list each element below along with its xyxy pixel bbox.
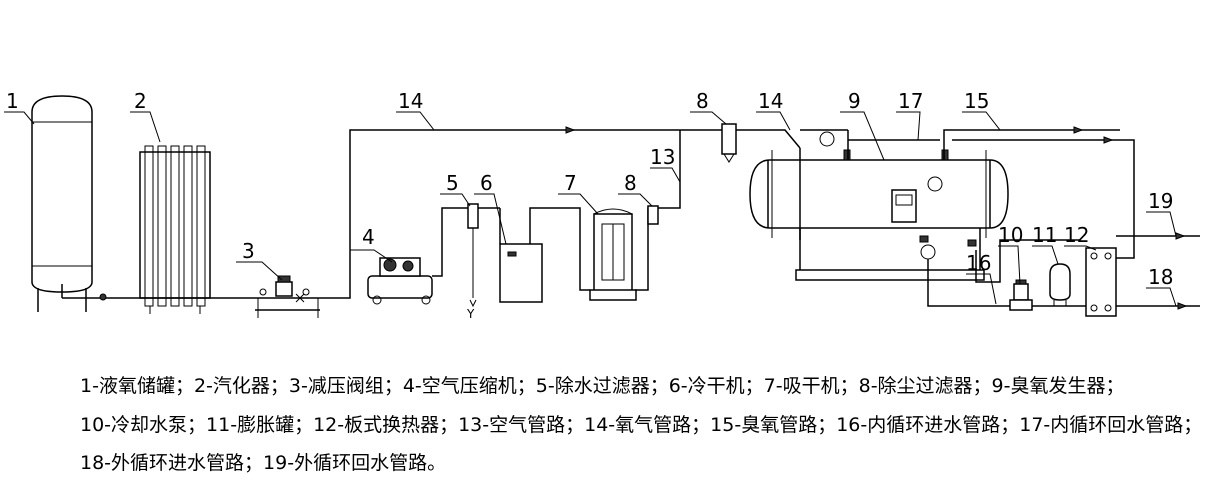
- oxygen-feed-pipe: [99, 293, 250, 301]
- legend-line-1: 1-液氧储罐；2-汽化器；3-减压阀组；4-空气压缩机；5-除水过滤器；6-冷干…: [80, 375, 1125, 397]
- cooling-water-pump: [1009, 279, 1033, 311]
- legend-line-2: 10-冷却水泵；11-膨胀罐；12-板式换热器；13-空气管路；14-氧气管路；…: [80, 414, 1203, 436]
- internal-return-pipe-17: [800, 129, 940, 141]
- label-6: 6: [480, 171, 493, 195]
- callout-leaders: [4, 111, 1177, 307]
- label-1: 1: [6, 89, 19, 113]
- label-17: 17: [898, 89, 923, 113]
- label-3: 3: [242, 239, 255, 263]
- external-return-pipe-19: [1116, 232, 1200, 240]
- label-9: 9: [848, 89, 861, 113]
- ozone-generator: [749, 130, 1009, 281]
- ozone-pipe-15: [943, 126, 1135, 259]
- oxygen-pipe-14: [330, 126, 801, 299]
- label-12: 12: [1064, 223, 1089, 247]
- process-flow-diagram: 1 2 3 4 5 6 7 8 13 14 8 14 9 17 15 16 10…: [4, 89, 1200, 321]
- vaporizer: [139, 145, 211, 314]
- internal-inlet-pipe-16: [927, 239, 1086, 307]
- air-compressor: [367, 257, 433, 305]
- label-14-left: 14: [398, 89, 423, 113]
- label-5: 5: [446, 171, 459, 195]
- liquid-oxygen-tank: [31, 95, 100, 312]
- label-13: 13: [650, 145, 675, 169]
- label-8-air: 8: [624, 171, 637, 195]
- label-outlet: Y: [466, 307, 475, 321]
- water-removal-filter: [467, 203, 479, 308]
- label-7: 7: [564, 171, 577, 195]
- label-4: 4: [362, 225, 375, 249]
- label-2: 2: [134, 89, 147, 113]
- label-16: 16: [966, 251, 991, 275]
- plate-heat-exchanger: [1085, 247, 1117, 317]
- refrigerated-dryer: [499, 222, 543, 303]
- label-10: 10: [998, 223, 1023, 247]
- dust-filter-oxygen: [721, 123, 737, 163]
- label-11: 11: [1032, 223, 1057, 247]
- pressure-reducing-valve-group: [250, 275, 330, 318]
- expansion-tank: [1049, 263, 1071, 306]
- label-19: 19: [1148, 189, 1173, 213]
- label-15: 15: [964, 89, 989, 113]
- external-inlet-pipe-18: [1116, 302, 1200, 310]
- adsorption-dryer: [589, 208, 637, 301]
- dust-filter-air: [647, 205, 659, 225]
- label-14-right: 14: [758, 89, 783, 113]
- legend-line-3: 18-外循环进水管路；19-外循环回水管路。: [80, 452, 447, 474]
- label-18: 18: [1148, 265, 1173, 289]
- label-8-oxygen: 8: [696, 89, 709, 113]
